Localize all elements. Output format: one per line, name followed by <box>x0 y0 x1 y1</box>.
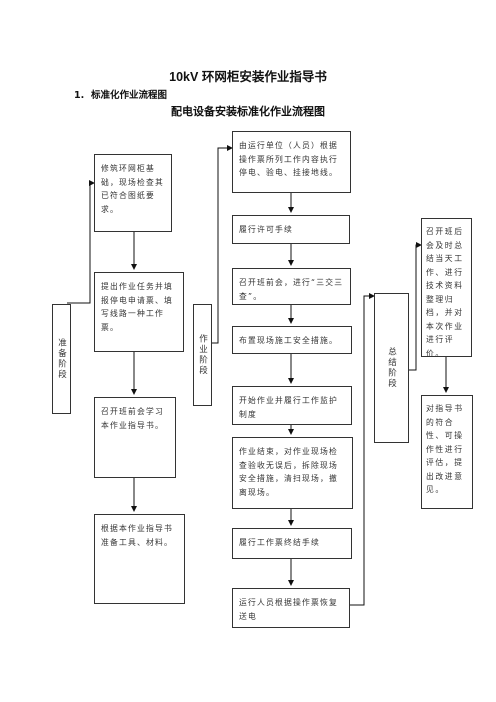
stage-summary: 总结阶段 <box>374 293 409 443</box>
stage-summary-label: 总结阶段 <box>386 347 397 389</box>
left-step-2: 提出作业任务并填报停电申请票、填写线路一种工作票。 <box>94 272 184 352</box>
flowchart-title: 配电设备安装标准化作业流程图 <box>171 105 325 118</box>
mid-step-1: 由运行单位（人员）根据操作票所列工作内容执行停电、验电、挂接地线。 <box>232 131 351 193</box>
mid-step-4: 布置现场施工安全措施。 <box>232 326 352 354</box>
stage-preparation-label: 准备阶段 <box>56 338 67 380</box>
section-title: 标准化作业流程图 <box>91 90 168 101</box>
right-step-1: 召开班后会及时总结当天工作、进行技术资料整理归档，并对本次作业进行评价。 <box>421 218 472 358</box>
mid-step-6: 作业结束，对作业现场检查验收无误后，拆除现场安全措施，清扫现场，撤离现场。 <box>232 437 353 509</box>
connector-mid8-to-summary <box>350 293 375 606</box>
section-number: 1. <box>74 90 85 101</box>
left-step-4: 根据本作业指导书准备工具、材料。 <box>94 514 185 604</box>
stage-work-label: 作业阶段 <box>197 334 208 376</box>
left-step-1: 修筑环网柜基础，现场检查其已符合图纸要求。 <box>94 154 172 232</box>
section-heading: 1. 标准化作业流程图 <box>74 87 167 101</box>
mid-step-8: 运行人员根据操作票恢复送电 <box>232 588 350 628</box>
mid-step-3: 召开班前会，进行“三交三查”。 <box>232 268 351 305</box>
connector-work-to-mid1 <box>212 145 233 344</box>
stage-work: 作业阶段 <box>193 304 212 406</box>
connector-summary-to-right1 <box>409 242 422 371</box>
right-step-2: 对指导书的符合性、可操作性进行评估，提出改进意见。 <box>421 395 473 509</box>
stage-preparation: 准备阶段 <box>52 304 71 414</box>
document-title: 10kV 环网柜安装作业指导书 <box>169 70 327 84</box>
left-step-3: 召开班前会学习本作业指导书。 <box>94 397 176 478</box>
mid-step-5: 开始作业并履行工作监护制度 <box>232 386 352 425</box>
connector-prep-to-step1 <box>67 180 95 304</box>
mid-step-7: 履行工作票终结手续 <box>232 528 352 559</box>
mid-step-2: 履行许可手续 <box>232 215 350 244</box>
